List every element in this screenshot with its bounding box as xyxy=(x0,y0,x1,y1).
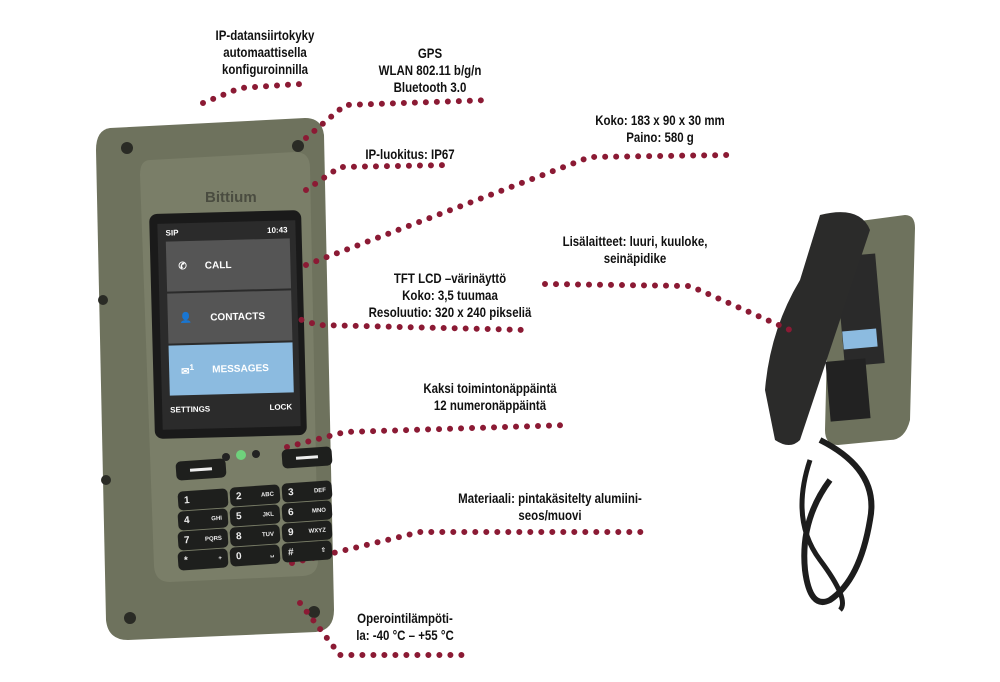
key-digit: 4 xyxy=(183,514,190,527)
label-line: Bluetooth 3.0 xyxy=(393,79,467,95)
key-letters: + xyxy=(218,555,223,562)
keypad-key: 1 xyxy=(177,488,229,511)
keypad-key: 8 TUV xyxy=(229,524,281,547)
key-digit: 1 xyxy=(183,494,190,507)
key-letters: DEF xyxy=(313,487,327,495)
menu-contacts: 👤 CONTACTS xyxy=(167,290,293,344)
keypad-key: 9 WXYZ xyxy=(281,520,333,543)
label-line: IP-luokitus: IP67 xyxy=(365,146,455,162)
key-letters: JKL xyxy=(262,511,275,518)
label-material: Materiaali: pintakäsitelty alumiini- seo… xyxy=(435,490,665,524)
key-letters: TUV xyxy=(261,531,275,539)
leader-connectivity xyxy=(303,97,493,141)
key-digit: 9 xyxy=(287,526,294,539)
key-digit: # xyxy=(287,546,294,559)
key-digit: 0 xyxy=(235,550,242,563)
leader-lines xyxy=(200,81,793,658)
message-badge: 1 xyxy=(189,362,195,373)
key-letters: ␣ xyxy=(269,551,275,558)
label-line: Operointilämpöti- xyxy=(357,610,453,626)
keypad-key: 2 ABC xyxy=(229,484,281,507)
keypad-key: #⇧ xyxy=(281,540,333,563)
key-letters: GHI xyxy=(211,515,223,522)
status-clock: 10:43 xyxy=(266,224,288,235)
keypad-key: 7 PQRS xyxy=(177,528,229,551)
function-key-left xyxy=(175,458,227,481)
key-digit: 8 xyxy=(235,530,242,543)
keypad-key: 5 JKL xyxy=(229,504,281,527)
softkey-lock: LOCK xyxy=(269,402,293,412)
key-digit: 5 xyxy=(235,510,242,523)
menu-label: CALL xyxy=(204,259,232,272)
keypad-key: 3 DEF xyxy=(281,480,333,503)
label-line: WLAN 802.11 b/g/n xyxy=(378,62,482,78)
leader-size xyxy=(303,152,733,268)
label-line: Lisälaitteet: luuri, kuuloke, xyxy=(562,233,708,249)
keypad-key: 4 GHI xyxy=(177,508,229,531)
leader-material xyxy=(289,529,653,566)
key-digit: * xyxy=(183,555,189,567)
label-line: Materiaali: pintakäsitelty alumiini- xyxy=(458,490,642,506)
phone-icon: ✆ xyxy=(178,260,187,272)
softkey-bar: SETTINGS LOCK xyxy=(162,394,300,415)
leader-ip-data xyxy=(200,81,303,106)
key-digit: 7 xyxy=(183,534,190,547)
leader-keys xyxy=(284,422,573,450)
key-digit: 6 xyxy=(287,506,294,519)
label-display: TFT LCD –värinäyttö Koko: 3,5 tuumaa Res… xyxy=(352,270,549,321)
envelope-icon: ✉1 xyxy=(181,362,195,378)
label-line: seinäpidike xyxy=(603,250,667,266)
label-line: IP-datansiirtokyky xyxy=(215,27,315,43)
key-letters: PQRS xyxy=(204,535,223,543)
label-line: Paino: 580 g xyxy=(626,129,694,145)
menu-label: CONTACTS xyxy=(210,310,266,323)
label-line: seos/muovi xyxy=(518,507,582,523)
label-line: Koko: 183 x 90 x 30 mm xyxy=(595,112,725,128)
status-sip: SIP xyxy=(165,227,179,238)
label-line: Resoluutio: 320 x 240 pikseliä xyxy=(368,304,532,320)
key-letters: WXYZ xyxy=(308,527,327,535)
label-line: 12 numeronäppäintä xyxy=(433,397,547,413)
label-size: Koko: 183 x 90 x 30 mm Paino: 580 g xyxy=(586,112,734,146)
key-digit: 3 xyxy=(287,486,294,499)
key-letters: ABC xyxy=(260,491,275,499)
label-accessories: Lisälaitteet: luuri, kuuloke, seinäpidik… xyxy=(549,233,721,267)
softkey-settings: SETTINGS xyxy=(170,404,211,415)
keypad-key: 6 MNO xyxy=(281,500,333,523)
brand-logo: Bittium xyxy=(205,189,257,206)
key-letters: MNO xyxy=(311,507,327,515)
key-letters: ⇧ xyxy=(320,547,327,555)
label-temperature: Operointilämpöti- la: -40 °C – +55 °C xyxy=(348,610,463,644)
label-ip-rating: IP-luokitus: IP67 xyxy=(353,146,468,163)
menu-label: MESSAGES xyxy=(212,362,270,375)
person-icon: 👤 xyxy=(179,312,193,324)
label-line: la: -40 °C – +55 °C xyxy=(356,627,454,643)
key-digit: 2 xyxy=(235,490,242,503)
label-line: Koko: 3,5 tuumaa xyxy=(402,287,498,303)
menu-call: ✆ CALL xyxy=(165,238,292,292)
label-line: automaattisella xyxy=(223,44,307,60)
keypad-key: *+ xyxy=(177,548,229,571)
label-keys: Kaksi toimintonäppäintä 12 numeronäppäin… xyxy=(408,380,572,414)
desk-holder-with-handset xyxy=(765,212,915,612)
keypad-key: 0␣ xyxy=(229,544,281,567)
label-line: Kaksi toimintonäppäintä xyxy=(423,380,557,396)
label-line: GPS xyxy=(417,45,443,61)
device-screen: SIP 10:43 ✆ CALL 👤 CONTACTS ✉1 MESSAGES SET… xyxy=(157,220,301,430)
leader-ip-rating xyxy=(303,162,453,193)
label-line: konfiguroinnilla xyxy=(221,61,309,77)
function-key-right xyxy=(281,446,333,469)
label-line: TFT LCD –värinäyttö xyxy=(393,270,507,286)
menu-messages: ✉1 MESSAGES xyxy=(168,342,294,396)
label-connectivity: GPS WLAN 802.11 b/g/n Bluetooth 3.0 xyxy=(364,45,495,96)
leader-temperature xyxy=(297,600,473,658)
leader-accessories xyxy=(542,281,793,333)
label-ip-data: IP-datansiirtokyky automaattisella konfi… xyxy=(204,27,327,78)
